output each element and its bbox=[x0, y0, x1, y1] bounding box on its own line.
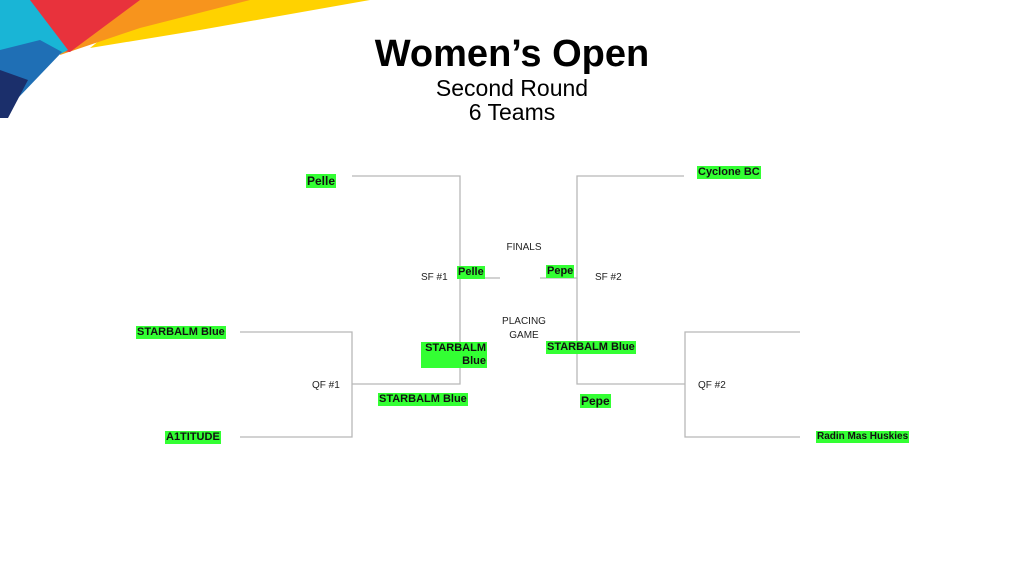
left-sf-loser-team: STARBALM Blue bbox=[421, 342, 487, 368]
page-subtitle: Second Round bbox=[435, 75, 589, 101]
sf2-label: SF #2 bbox=[595, 272, 622, 283]
right-qf-bottom-team: Radin Mas Huskies bbox=[816, 431, 910, 443]
qf2-label: QF #2 bbox=[698, 380, 726, 391]
banner-navy-stripe bbox=[0, 70, 28, 118]
left-qf-winner-line bbox=[352, 278, 461, 385]
left-top-seed-team: Pelle bbox=[306, 174, 337, 188]
right-qf-winner-line bbox=[576, 278, 685, 385]
right-top-seed-line bbox=[540, 175, 684, 279]
left-qf-winner-team: STARBALM Blue bbox=[378, 393, 468, 406]
left-qf-bottom-team: A1TITUDE bbox=[165, 431, 221, 444]
placing-game-label-line2: GAME bbox=[509, 330, 539, 341]
team-count: 6 Teams bbox=[468, 99, 556, 125]
left-qf-top-team: STARBALM Blue bbox=[136, 326, 226, 339]
left-top-seed-line bbox=[352, 175, 500, 279]
right-top-seed-team: Cyclone BC bbox=[697, 166, 761, 179]
right-qf-winner-team: Pepe bbox=[580, 394, 611, 408]
right-sf-loser-team: STARBALM Blue bbox=[546, 341, 636, 354]
right-sf-winner-team: Pepe bbox=[546, 265, 575, 278]
placing-game-label-line1: PLACING bbox=[502, 316, 546, 327]
page-title: Women’s Open bbox=[374, 33, 650, 75]
sf1-label: SF #1 bbox=[421, 272, 448, 283]
qf1-label: QF #1 bbox=[312, 380, 340, 391]
corner-banner-graphic bbox=[0, 0, 370, 118]
left-sf-winner-team: Pelle bbox=[457, 266, 485, 279]
finals-label: FINALS bbox=[506, 242, 542, 253]
